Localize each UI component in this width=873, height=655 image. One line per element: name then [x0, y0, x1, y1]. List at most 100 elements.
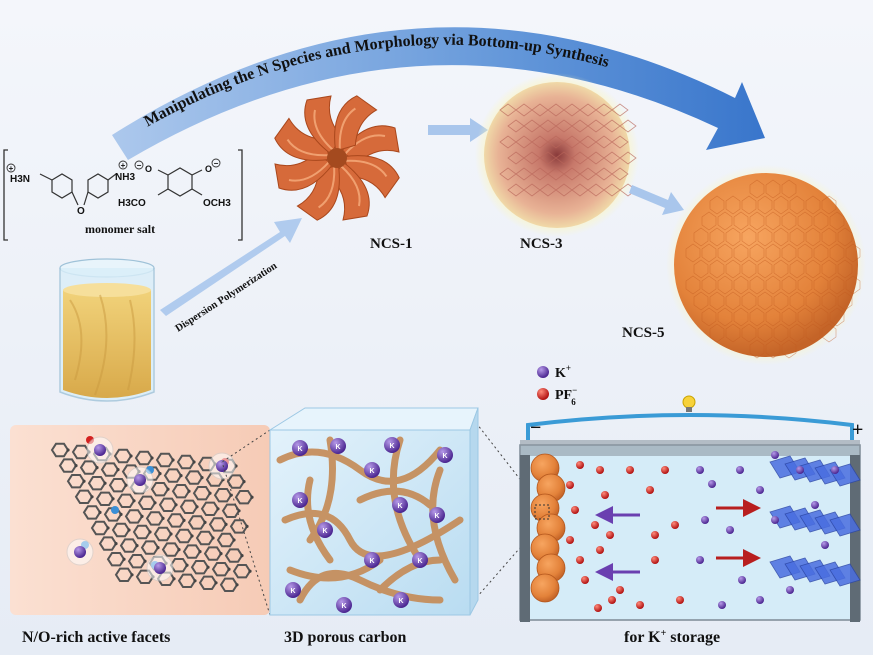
adsorbed-k-ion: [208, 452, 236, 480]
pf6-ion: [596, 466, 604, 474]
ncs3-sphere: [475, 73, 639, 237]
k-ion: K: [317, 522, 333, 538]
svg-text:−: −: [214, 159, 219, 168]
graphene-hexagon: [213, 488, 233, 503]
k-ion: [708, 480, 716, 488]
svg-text:O: O: [205, 164, 212, 174]
pf6-ion: [608, 596, 616, 604]
flower-petal: [296, 164, 340, 221]
cathode-layer: [769, 505, 861, 537]
svg-text:K: K: [322, 528, 327, 535]
ncs5-sphere: [666, 165, 866, 365]
pf6-ion: [616, 586, 624, 594]
amine-left-label: H3N: [10, 174, 30, 185]
graphene-hexagon: [229, 519, 249, 534]
graphene-hexagon: [140, 540, 160, 555]
graphene-hexagon: [182, 544, 202, 559]
k-ion: [696, 556, 704, 564]
carbon-framework-branch: [376, 556, 444, 594]
graphene-hexagon: [90, 520, 110, 536]
graphene-hexagon: [198, 575, 218, 590]
adsorbed-k-ion: [146, 554, 174, 582]
k-ion: K: [392, 497, 408, 513]
external-circuit: [526, 413, 854, 440]
k-ion: K: [364, 552, 380, 568]
graphene-hexagon: [127, 554, 147, 569]
graphene-hexagon: [179, 499, 199, 514]
legend-k-label: K+: [555, 363, 571, 381]
pf6-ion: [576, 461, 584, 469]
graphene-hexagon: [132, 524, 152, 540]
k-ion: [771, 451, 779, 459]
graphene-hexagon: [71, 444, 91, 460]
k-ion: K: [412, 552, 428, 568]
graphene-hexagon: [106, 552, 126, 567]
pf6-ion: [676, 596, 684, 604]
graphene-hexagon: [200, 501, 220, 516]
svg-text:+: +: [9, 164, 14, 173]
graphene-hexagon: [66, 474, 86, 489]
k-ion: [771, 516, 779, 524]
graphene-hexagon: [74, 489, 94, 504]
anode-zoom-box: [534, 504, 550, 520]
pf6-ion: [596, 546, 604, 554]
svg-text:K: K: [297, 498, 302, 505]
pf6-ion: [651, 556, 659, 564]
monomer-label: monomer salt: [85, 222, 155, 236]
k-ion: [796, 466, 804, 474]
svg-text:+: +: [121, 161, 126, 170]
positive-terminal: +: [852, 419, 863, 441]
ester-right-label: OCH3: [203, 198, 231, 209]
carbon-framework-branch: [429, 466, 459, 584]
k-ion: K: [336, 597, 352, 613]
flower-petal: [334, 95, 378, 152]
graphene-hexagon: [176, 454, 196, 470]
anode-carbon-sphere: [530, 573, 560, 603]
svg-text:K: K: [335, 444, 340, 451]
k-ion: [701, 516, 709, 524]
carbon-framework-branch: [296, 569, 444, 604]
graphene-hexagon: [153, 526, 173, 542]
k-ion: K: [330, 438, 346, 454]
graphene-hexagon: [187, 515, 207, 530]
svg-text:K: K: [297, 446, 302, 453]
ncs3-label: NCS-3: [520, 236, 563, 252]
flower-petal: [343, 155, 400, 199]
k-ion: K: [393, 592, 409, 608]
lightbulb-icon: [682, 395, 696, 412]
svg-text:K: K: [341, 603, 346, 610]
pf6-ion: [591, 521, 599, 529]
carbon-framework-branch: [304, 476, 334, 564]
graphene-hexagon: [192, 486, 212, 501]
pf6-ion: [601, 491, 609, 499]
graphene-hexagon: [203, 546, 223, 561]
k-ion: [696, 466, 704, 474]
graphene-hexagon: [82, 505, 102, 520]
k-ion: K: [429, 507, 445, 523]
k-ion: [756, 596, 764, 604]
cathode-current-collector: [850, 455, 860, 622]
k-ion: [831, 466, 839, 474]
graphene-hexagon: [195, 530, 215, 546]
legend-pf6-label: PF−6: [555, 385, 577, 407]
beaker-icon: [59, 258, 155, 402]
ncs5-label: NCS-5: [622, 325, 665, 341]
graphene-hexagon: [174, 528, 194, 544]
graphene-hexagon: [211, 562, 231, 577]
k-ion: [738, 576, 746, 584]
graphene-hexagon: [134, 450, 154, 466]
adsorbed-k-ion: [86, 436, 114, 464]
charge-plus-icon: [6, 163, 16, 173]
graphene-hexagon: [161, 542, 181, 557]
caption-porous-carbon: 3D porous carbon: [284, 629, 406, 646]
graphene-hexagon: [163, 468, 183, 483]
pf6-ion: [571, 506, 579, 514]
ion-flow-arrows: [595, 499, 761, 581]
graphene-hexagon: [177, 573, 197, 588]
svg-text:K: K: [369, 558, 374, 565]
graphene-hexagon: [232, 564, 252, 579]
pf6-ion: [576, 556, 584, 564]
monomer-structure: + + − − H3N NH3 O O O H3CO OCH3 monomer …: [3, 149, 243, 241]
ester-left-label: H3CO: [118, 198, 146, 209]
